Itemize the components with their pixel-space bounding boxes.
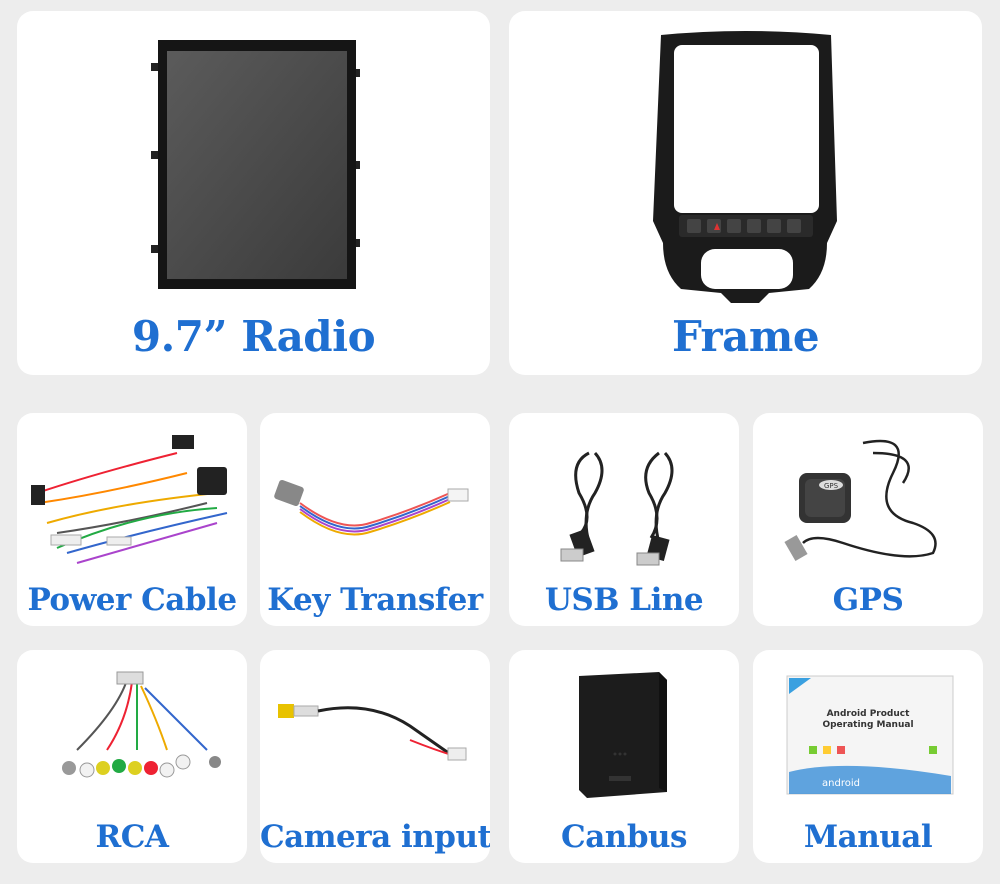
key-transfer-image [274,480,469,536]
usb-line-card[interactable]: USB Line [509,413,739,626]
key-transfer-card[interactable]: Key Transfer [260,413,490,626]
gps-label: GPS [832,582,904,618]
usb-line-label: USB Line [544,582,704,618]
camera-input-card[interactable]: Camera input [260,650,490,863]
key-transfer-label: Key Transfer [267,582,483,618]
manual-card[interactable]: Android Product Operating Manual android… [753,650,983,863]
power-cable-image [31,435,228,564]
frame-image [653,31,837,303]
manual-image: Android Product Operating Manual android [786,675,954,795]
gps-antenna-text: GPS [824,482,839,490]
gps-card[interactable]: GPS GPS [753,413,983,626]
frame-label: Frame [671,312,820,361]
frame-card[interactable]: Frame [509,11,982,375]
manual-brand-text: android [822,778,860,789]
rca-label: RCA [95,819,170,855]
manual-title-line1: Android Product [827,709,910,719]
manual-title-line2: Operating Manual [822,720,913,730]
camera-input-label: Camera input [260,819,490,855]
camera-input-image [278,704,467,761]
radio-card[interactable]: 9.7” Radio [17,11,490,375]
usb-line-image [560,451,674,566]
radio-image [151,40,360,289]
gps-image: GPS [784,439,937,562]
radio-label: 9.7” Radio [131,312,376,361]
rca-image [62,671,221,778]
canbus-image [579,672,667,798]
rca-card[interactable]: RCA [17,650,247,863]
manual-label: Manual [803,819,933,855]
power-cable-label: Power Cable [27,582,237,618]
canbus-card[interactable]: Canbus [509,650,739,863]
canbus-label: Canbus [561,819,687,855]
power-cable-card[interactable]: Power Cable [17,413,247,626]
